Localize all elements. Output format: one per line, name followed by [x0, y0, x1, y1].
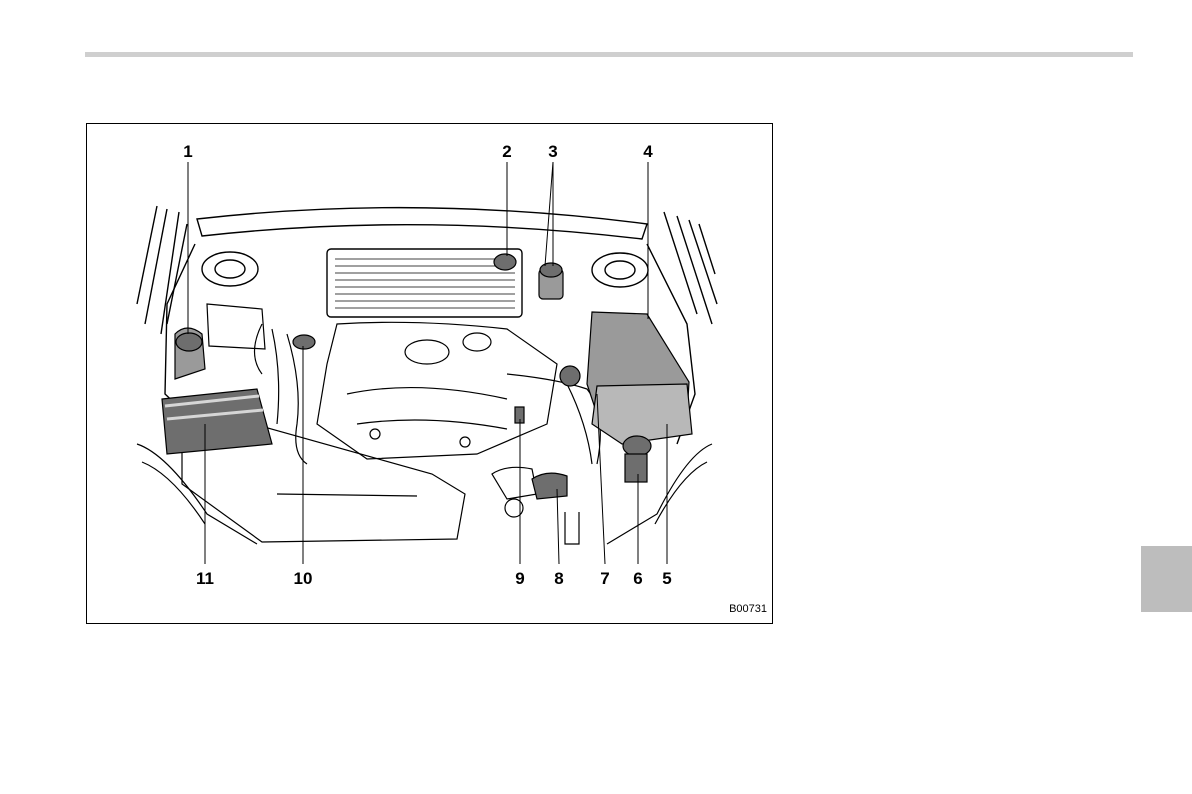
header-rule — [85, 52, 1133, 57]
callout-3: 3 — [548, 142, 557, 161]
chapter-side-tab — [1141, 546, 1192, 612]
engine-illustration: 1 2 3 4 5 6 7 8 9 10 11 B00731 — [87, 124, 774, 625]
callout-7: 7 — [600, 569, 609, 588]
callout-6: 6 — [633, 569, 642, 588]
callout-5: 5 — [662, 569, 671, 588]
callout-2: 2 — [502, 142, 511, 161]
callout-1: 1 — [183, 142, 192, 161]
engine-compartment-figure: 1 2 3 4 5 6 7 8 9 10 11 B00731 — [86, 123, 773, 624]
callout-4: 4 — [643, 142, 653, 161]
callout-11: 11 — [196, 569, 214, 588]
callout-9: 9 — [515, 569, 524, 588]
figure-code: B00731 — [729, 603, 767, 615]
callout-8: 8 — [554, 569, 563, 588]
callout-10: 10 — [294, 569, 313, 588]
